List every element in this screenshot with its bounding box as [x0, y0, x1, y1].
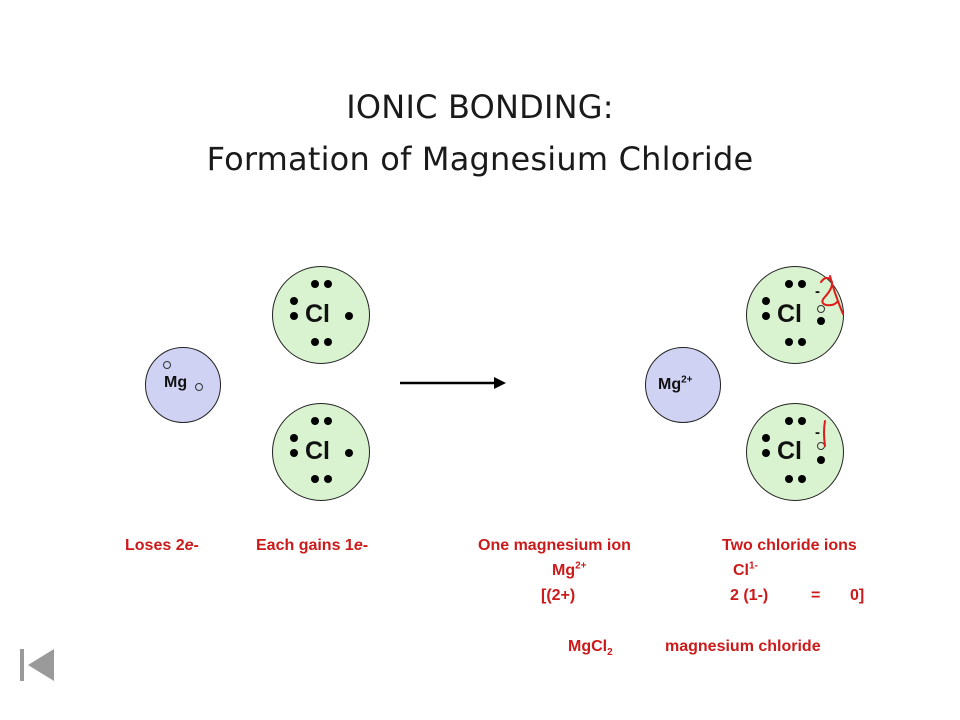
transferred-electron	[817, 305, 825, 313]
chloride-ion-formula: Cl1-	[733, 560, 758, 579]
equals-sign: =	[811, 587, 821, 604]
chlorine-electron	[785, 417, 793, 425]
chlorine-electron	[798, 475, 806, 483]
chlorine-symbol: Cl	[305, 437, 330, 465]
chlorine-electron	[290, 297, 298, 305]
chloride-symbol: Cl	[777, 437, 802, 465]
chlorine-electron	[290, 312, 298, 320]
one-magnesium-ion-label: One magnesium ion	[478, 537, 631, 554]
chlorine-electron	[311, 475, 319, 483]
chlorine-electron	[324, 417, 332, 425]
magnesium-valence-electron	[163, 361, 171, 369]
magnesium-ion-symbol: Mg2+	[658, 374, 693, 393]
net-charge-value: 0]	[850, 587, 865, 604]
chlorine-electron	[798, 280, 806, 288]
chlorine-electron	[785, 475, 793, 483]
chlorine-electron	[345, 312, 353, 320]
chlorine-electron	[817, 317, 825, 325]
handwritten-annotation-icon	[820, 275, 844, 315]
chlorine-atom-top: Cl	[272, 266, 370, 364]
chlorine-electron	[290, 449, 298, 457]
chlorine-electron	[311, 417, 319, 425]
chlorine-electron	[785, 338, 793, 346]
chlorine-electron	[345, 449, 353, 457]
chlorine-electron	[311, 280, 319, 288]
title-line-2: Formation of Magnesium Chloride	[206, 140, 754, 178]
title-line-1: IONIC BONDING:	[346, 88, 614, 126]
chlorine-electron	[762, 434, 770, 442]
chlorine-electron	[324, 338, 332, 346]
chlorine-electron	[324, 280, 332, 288]
handwritten-mark-icon	[823, 420, 826, 447]
first-slide-icon[interactable]	[14, 645, 62, 685]
chlorine-electron	[762, 449, 770, 457]
magnesium-ion: Mg2+	[645, 347, 721, 423]
chlorine-electron	[762, 297, 770, 305]
chlorine-symbol: Cl	[305, 300, 330, 328]
magnesium-ion-formula: Mg2+	[552, 560, 587, 579]
magnesium-symbol: Mg	[164, 374, 188, 391]
chlorine-atom-bottom: Cl	[272, 403, 370, 501]
gains-electron-label: Each gains 1e-	[256, 537, 369, 554]
chlorine-electron	[762, 312, 770, 320]
chlorine-electron	[311, 338, 319, 346]
chlorine-electron	[798, 338, 806, 346]
magnesium-valence-electron	[195, 383, 203, 391]
chloride-symbol: Cl	[777, 300, 802, 328]
chlorine-electron	[324, 475, 332, 483]
chlorine-electron	[785, 280, 793, 288]
two-chloride-ions-label: Two chloride ions	[722, 537, 857, 554]
magnesium-charge-expression: [(2+)	[541, 587, 576, 604]
chloride-charge: -	[815, 424, 820, 441]
reaction-arrow-icon	[400, 377, 506, 389]
loses-electrons-label: Loses 2e-	[125, 537, 199, 554]
compound-name: magnesium chloride	[665, 638, 821, 655]
chlorine-electron	[798, 417, 806, 425]
chlorine-electron	[817, 456, 825, 464]
compound-formula: MgCl2	[568, 638, 613, 659]
chloride-ion-top: Cl -	[746, 266, 844, 364]
magnesium-atom: Mg	[145, 347, 221, 423]
chloride-charge: -	[815, 283, 820, 300]
chloride-charge-expression: 2 (1-)	[730, 587, 769, 604]
chlorine-electron	[290, 434, 298, 442]
chloride-ion-bottom: Cl -	[746, 403, 844, 501]
